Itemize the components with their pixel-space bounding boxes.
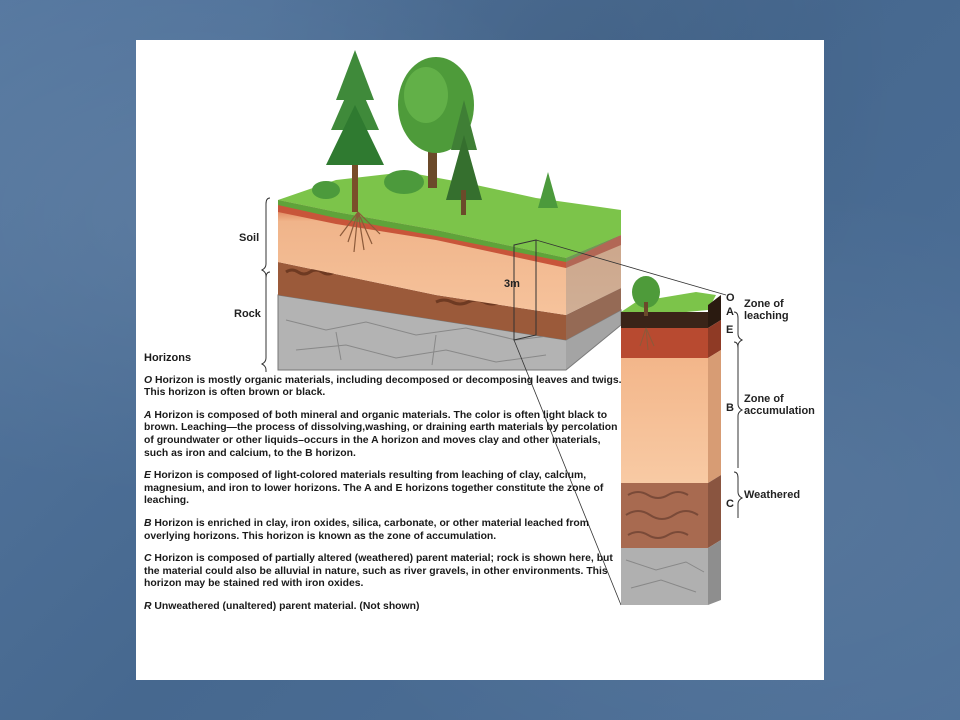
horizon-o-letter: O	[144, 374, 153, 386]
horizons-heading: Horizons	[144, 352, 192, 364]
horizon-a-description: A Horizon is composed of both mineral an…	[144, 410, 624, 460]
horizon-b-text: Horizon is enriched in clay, iron oxides…	[144, 517, 590, 542]
zone-accumulation-label: Zone of accumulation	[744, 393, 815, 417]
horizon-b-letter: B	[144, 517, 152, 529]
horizon-c-letter: C	[144, 553, 152, 565]
zone-weathered-label: Weathered	[744, 489, 801, 501]
horizon-letter-e: E	[726, 324, 734, 336]
horizon-b-description: B Horizon is enriched in clay, iron oxid…	[144, 518, 624, 543]
horizon-r-letter: R	[144, 600, 152, 612]
diagram-panel: Soil Rock 3m O A E B C Zone of leaching …	[136, 40, 824, 680]
horizon-brackets	[260, 197, 744, 518]
horizon-e-text: Horizon is composed of light-colored mat…	[144, 470, 604, 507]
zone-leaching-label: Zone of leaching	[744, 298, 789, 322]
horizon-c-text: Horizon is composed of partially altered…	[144, 553, 613, 590]
horizon-a-text: Horizon is composed of both mineral and …	[144, 409, 618, 459]
horizon-e-description: E Horizon is composed of light-colored m…	[144, 470, 624, 508]
horizon-e-letter: E	[144, 470, 151, 482]
soil-label: Soil	[239, 232, 260, 244]
depth-label: 3m	[504, 278, 520, 290]
trees	[312, 50, 558, 215]
horizon-letter-a: A	[726, 306, 734, 318]
rock-label: Rock	[234, 308, 261, 320]
horizon-o-text: Horizon is mostly organic materials, inc…	[144, 374, 622, 399]
horizon-letter-o: O	[726, 292, 735, 304]
soil-profile-illustration	[260, 50, 744, 606]
block-diagram	[277, 172, 727, 606]
horizons-legend: Horizons O Horizon is mostly organic mat…	[144, 352, 624, 624]
horizon-c-description: C Horizon is composed of partially alter…	[144, 553, 624, 591]
horizon-letter-c: C	[726, 498, 734, 510]
horizon-letter-b: B	[726, 402, 734, 414]
soil-column	[621, 276, 721, 605]
horizon-r-description: R Unweathered (unaltered) parent materia…	[144, 601, 624, 614]
horizon-o-description: O Horizon is mostly organic materials, i…	[144, 375, 624, 400]
horizon-a-letter: A	[144, 409, 152, 421]
horizon-r-text: Unweathered (unaltered) parent material.…	[151, 600, 420, 612]
